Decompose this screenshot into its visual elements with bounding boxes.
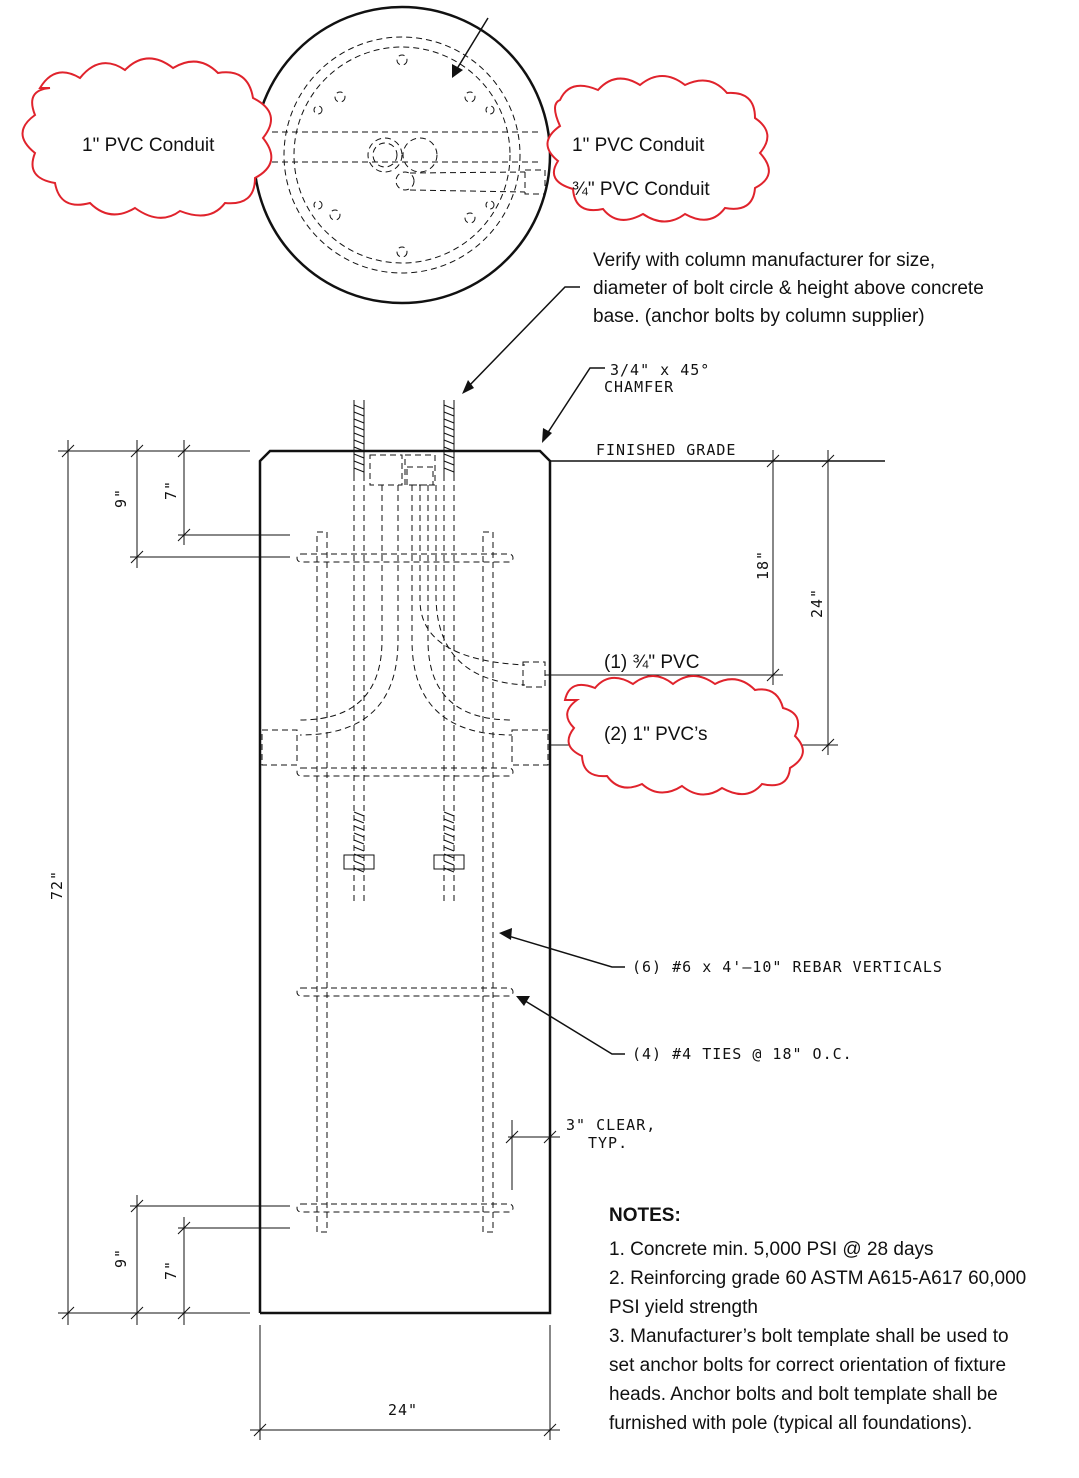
revision-cloud-left: 1" PVC Conduit [21,57,273,219]
conduit-circle-small [395,171,415,191]
clear-label-line-1: 3" CLEAR, [566,1116,656,1134]
foundation-elevation: FINISHED GRADE [258,400,885,1315]
dim-right-18: 18" [754,550,772,580]
dim-top-9: 9" [112,488,130,508]
rebar-ring-outer [283,36,521,274]
rebar-ring-inner [293,46,511,264]
note-line-5: set anchor bolts for correct orientation… [609,1355,1006,1376]
notes-heading: NOTES: [609,1205,681,1226]
note-line-3: PSI yield strength [609,1297,758,1318]
dim-top-7: 7" [162,480,180,500]
dim-width-24: 24" [388,1401,418,1419]
note-line-6: heads. Anchor bolts and bolt template sh… [609,1384,998,1405]
verify-note-line-2: diameter of bolt circle & height above c… [593,278,984,299]
note-line-1: 1. Concrete min. 5,000 PSI @ 28 days [609,1239,934,1260]
finished-grade-label: FINISHED GRADE [596,441,736,459]
conduit-sweeps [261,454,549,766]
revision-cloud-right: 1" PVC Conduit [546,75,770,223]
rebar-verticals-label: (6) #6 x 4'–10" REBAR VERTICALS [632,958,943,976]
plan-view [252,5,552,305]
verify-note-line-1: Verify with column manufacturer for size… [593,250,935,271]
plan-left-conduit-label: 1" PVC Conduit [82,135,215,156]
dimension-lines [58,440,835,1440]
plan-right-conduit-label: 1" PVC Conduit [572,135,705,156]
dim-bottom-9: 9" [112,1248,130,1268]
note-line-4: 3. Manufacturer’s bolt template shall be… [609,1326,1009,1347]
rebar-verticals [316,531,494,1233]
dim-right-24: 24" [808,588,826,618]
notes-block: NOTES: 1. Concrete min. 5,000 PSI @ 28 d… [609,1205,1026,1434]
verify-note-line-3: base. (anchor bolts by column supplier) [593,306,925,327]
anchor-bolt-holes [313,54,495,258]
note-line-2: 2. Reinforcing grade 60 ASTM A615-A617 6… [609,1268,1026,1289]
conduit-circle-1 [367,137,403,173]
revision-cloud-pvc: (2) 1" PVC’s [563,675,804,796]
note-line-7: furnished with pole (typical all foundat… [609,1413,972,1434]
chamfer-label-line-1: 3/4" x 45° [610,361,710,379]
pvc-3-4-label: (1) ¾" PVC [604,652,699,673]
ties-label: (4) #4 TIES @ 18" O.C. [632,1045,853,1063]
plan-small-conduit-label: ¾" PVC Conduit [572,179,710,200]
pvc-1-label: (2) 1" PVC’s [604,724,708,745]
foundation-outline-elevation [258,449,552,1315]
rebar-ties [296,553,514,1213]
dim-bottom-7: 7" [162,1260,180,1280]
conduit-circle-2 [402,137,438,173]
anchor-bolts [343,400,465,905]
chamfer-label-line-2: CHAMFER [604,378,674,396]
dim-overall-72: 72" [48,870,66,900]
clear-label-line-2: TYP. [588,1134,628,1152]
